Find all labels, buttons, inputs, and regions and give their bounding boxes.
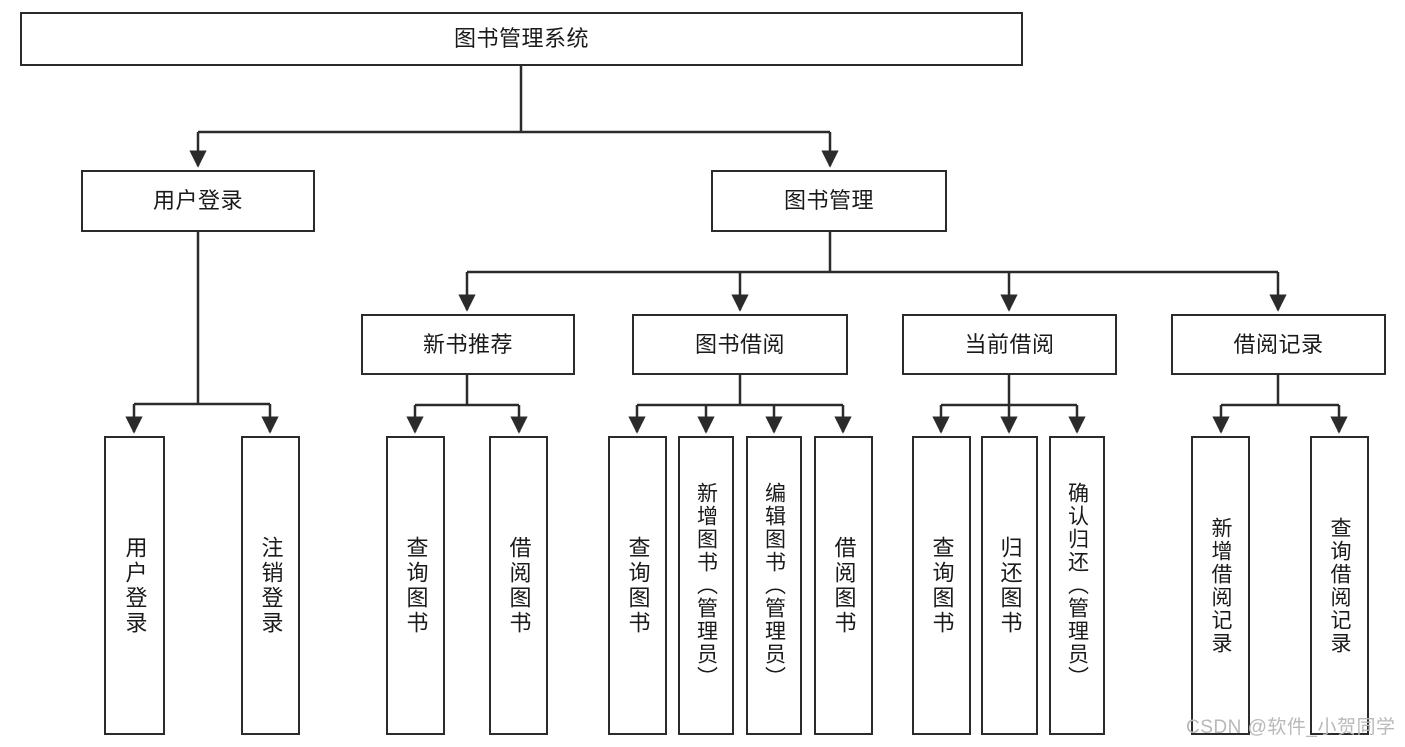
csdn-watermark: CSDN @软件_小贺同学 — [1186, 717, 1396, 738]
node-leaf-query-record[interactable]: 查询借阅记录 — [1310, 436, 1369, 735]
node-current-borrow-label: 当前借阅 — [964, 331, 1055, 357]
node-root[interactable]: 图书管理系统 — [20, 12, 1023, 66]
node-borrow-record-label: 借阅记录 — [1233, 331, 1324, 357]
node-leaf-borrow-book-1[interactable]: 借阅图书 — [489, 436, 548, 735]
node-leaf-user-login[interactable]: 用户登录 — [104, 436, 165, 735]
node-borrow-record[interactable]: 借阅记录 — [1171, 314, 1386, 375]
node-leaf-query-book-2[interactable]: 查询图书 — [608, 436, 667, 735]
node-leaf-user-logout-label: 注销登录 — [258, 535, 284, 636]
node-leaf-query-book-1-label: 查询图书 — [403, 535, 429, 636]
node-new-book-rec-label: 新书推荐 — [422, 331, 513, 357]
node-new-book-rec[interactable]: 新书推荐 — [361, 314, 575, 375]
node-user-login-label: 用户登录 — [152, 188, 243, 214]
node-user-login[interactable]: 用户登录 — [81, 170, 315, 232]
node-book-borrow[interactable]: 图书借阅 — [632, 314, 848, 375]
node-book-manage-label: 图书管理 — [783, 188, 874, 214]
node-leaf-query-book-3[interactable]: 查询图书 — [912, 436, 971, 735]
node-leaf-confirm-return-label: 确认归还（管理员） — [1065, 482, 1089, 689]
node-leaf-edit-book[interactable]: 编辑图书（管理员） — [746, 436, 802, 735]
node-leaf-query-book-2-label: 查询图书 — [625, 535, 651, 636]
node-leaf-borrow-book-2[interactable]: 借阅图书 — [814, 436, 873, 735]
node-current-borrow[interactable]: 当前借阅 — [902, 314, 1117, 375]
node-leaf-return-book-label: 归还图书 — [997, 535, 1023, 636]
node-leaf-user-logout[interactable]: 注销登录 — [241, 436, 300, 735]
node-leaf-borrow-book-1-label: 借阅图书 — [506, 535, 532, 636]
node-leaf-query-record-label: 查询借阅记录 — [1328, 516, 1351, 655]
node-leaf-edit-book-label: 编辑图书（管理员） — [762, 482, 786, 689]
node-leaf-user-login-label: 用户登录 — [122, 535, 148, 636]
node-leaf-add-book-label: 新增图书（管理员） — [694, 482, 718, 689]
node-leaf-add-record[interactable]: 新增借阅记录 — [1191, 436, 1250, 735]
node-leaf-confirm-return[interactable]: 确认归还（管理员） — [1049, 436, 1105, 735]
node-leaf-query-book-1[interactable]: 查询图书 — [386, 436, 445, 735]
node-leaf-borrow-book-2-label: 借阅图书 — [831, 535, 857, 636]
node-leaf-return-book[interactable]: 归还图书 — [981, 436, 1038, 735]
node-root-label: 图书管理系统 — [453, 26, 589, 52]
node-leaf-add-book[interactable]: 新增图书（管理员） — [678, 436, 734, 735]
node-book-borrow-label: 图书借阅 — [694, 331, 785, 357]
node-leaf-add-record-label: 新增借阅记录 — [1209, 516, 1232, 655]
node-leaf-query-book-3-label: 查询图书 — [929, 535, 955, 636]
node-book-manage[interactable]: 图书管理 — [711, 170, 947, 232]
